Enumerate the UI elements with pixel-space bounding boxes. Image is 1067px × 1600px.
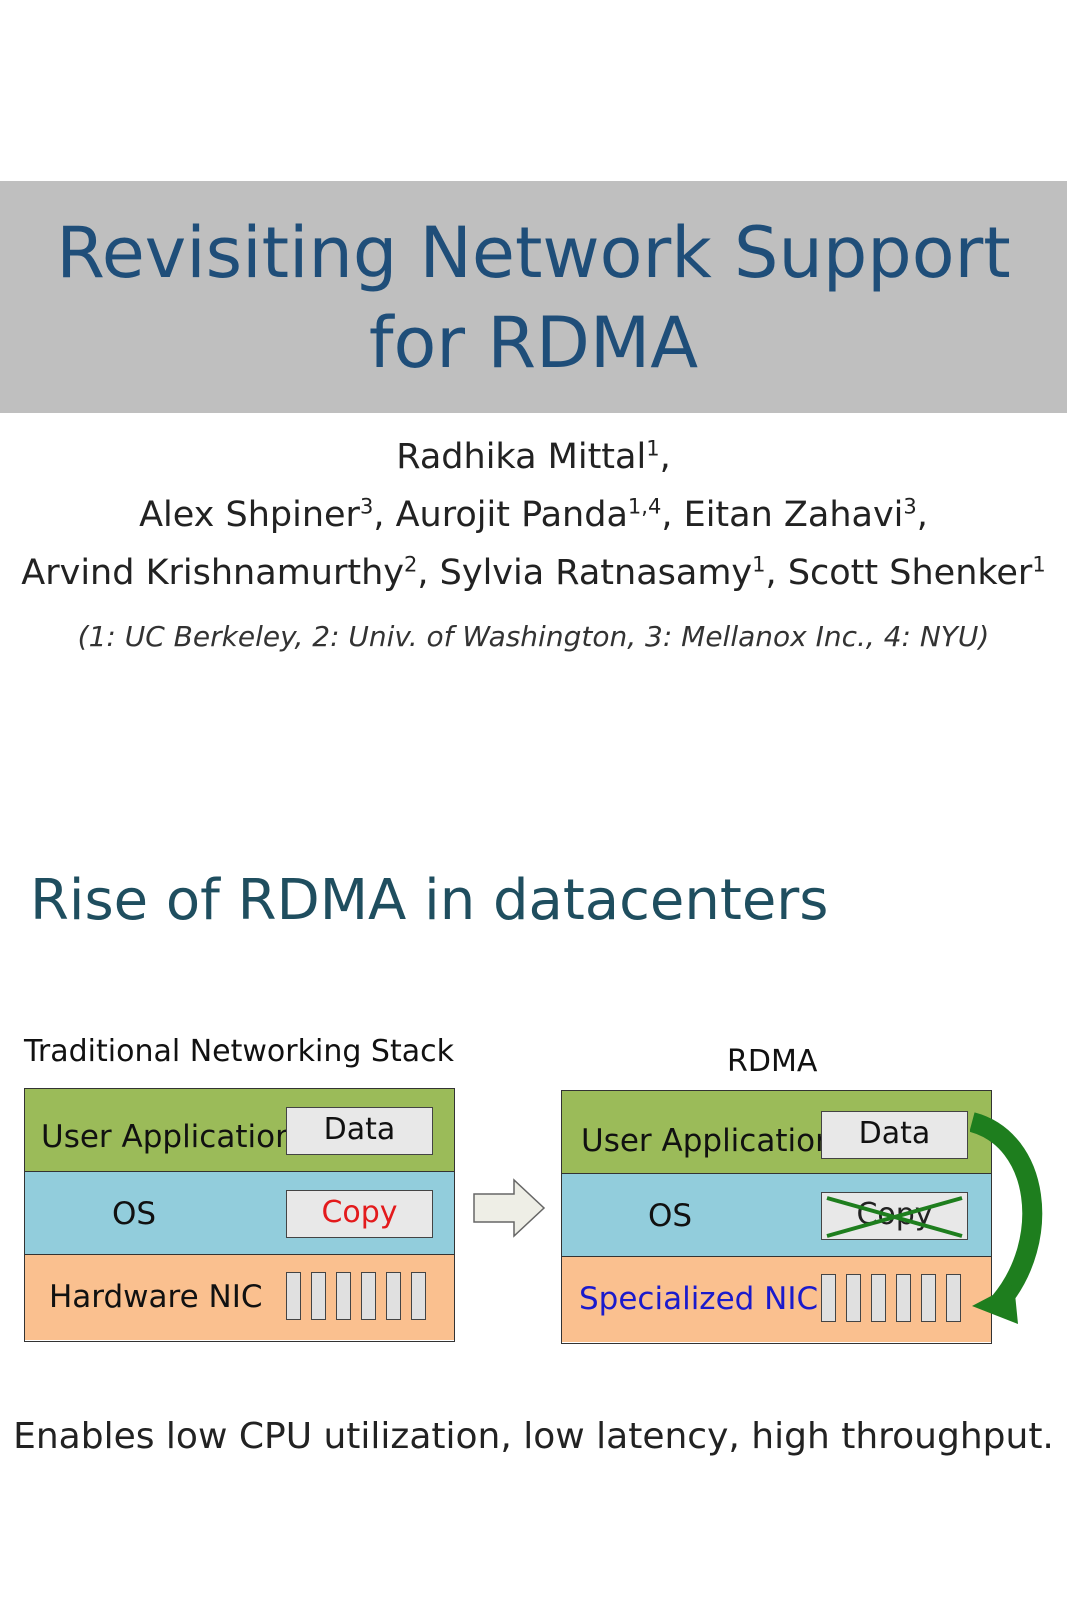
authors-line-2: Alex Shpiner3, Aurojit Panda1,4, Eitan Z… [139, 494, 928, 535]
authors-line-1: Radhika Mittal1, [396, 436, 671, 477]
os-layer: OS Copy [562, 1174, 991, 1257]
user-application-layer: User Application Data [562, 1091, 991, 1174]
buffer-cell [846, 1274, 861, 1322]
slide-title-line2: for RDMA [368, 302, 699, 384]
author-affiliation-mark: 3 [359, 494, 374, 519]
user-application-label: User Application [581, 1123, 835, 1159]
author-affiliation-mark: 1 [646, 436, 660, 461]
buffer-cell [411, 1272, 426, 1320]
nic-buffer-cells [286, 1272, 433, 1320]
user-application-layer: User Application Data [25, 1089, 454, 1172]
transition-arrow-icon [473, 1178, 546, 1238]
copy-box: Copy [286, 1190, 433, 1238]
buffer-cell [336, 1272, 351, 1320]
author-name: Sylvia Ratnasamy [439, 553, 753, 593]
author-affiliation-mark: 3 [903, 494, 917, 519]
author-name: Eitan Zahavi [683, 495, 904, 535]
buffer-cell [311, 1272, 326, 1320]
buffer-cell [821, 1274, 836, 1322]
specialized-nic-label: Specialized NIC [579, 1281, 819, 1317]
author-affiliation-mark: 1 [1032, 552, 1046, 577]
hardware-nic-label: Hardware NIC [49, 1279, 263, 1315]
traditional-stack-title: Traditional Networking Stack [24, 1034, 454, 1069]
cross-out-icon [826, 1196, 963, 1238]
authors-line-3: Arvind Krishnamurthy2, Sylvia Ratnasamy1… [21, 552, 1046, 593]
title-band [0, 181, 1067, 413]
user-application-label: User Application [41, 1119, 295, 1155]
buffer-cell [921, 1274, 936, 1322]
author-name: Scott Shenker [787, 553, 1033, 593]
buffer-cell [286, 1272, 301, 1320]
author-name: Radhika Mittal [396, 437, 647, 477]
author-name: Alex Shpiner [139, 495, 360, 535]
rdma-stack-title: RDMA [727, 1044, 818, 1079]
buffer-cell [871, 1274, 886, 1322]
os-label: OS [112, 1196, 157, 1232]
rdma-benefits-text: Enables low CPU utilization, low latency… [13, 1416, 1054, 1457]
rdma-slide-title: Rise of RDMA in datacenters [30, 868, 829, 933]
os-layer: OS Copy [25, 1172, 454, 1255]
author-name: Aurojit Panda [395, 495, 628, 535]
rdma-stack: User Application Data OS Copy Specialize… [561, 1090, 992, 1344]
nic-layer: Hardware NIC [25, 1255, 454, 1340]
buffer-cell [386, 1272, 401, 1320]
buffer-cell [896, 1274, 911, 1322]
author-name: Arvind Krishnamurthy [21, 553, 404, 593]
traditional-stack: User Application Data OS Copy Hardware N… [24, 1088, 455, 1342]
data-box: Data [286, 1107, 433, 1155]
buffer-cell [946, 1274, 961, 1322]
author-affiliation-mark: 2 [403, 552, 418, 577]
author-affiliation-mark: 1,4 [627, 494, 662, 519]
author-affiliation-mark: 1 [752, 552, 766, 577]
data-box: Data [821, 1111, 968, 1159]
os-label: OS [648, 1198, 693, 1234]
bypass-arrow-icon [970, 1112, 1043, 1324]
affiliations: (1: UC Berkeley, 2: Univ. of Washington,… [77, 620, 990, 653]
nic-layer: Specialized NIC [562, 1257, 991, 1342]
nic-buffer-cells [821, 1274, 968, 1322]
slide-title-line1: Revisiting Network Support [56, 212, 1011, 294]
buffer-cell [361, 1272, 376, 1320]
